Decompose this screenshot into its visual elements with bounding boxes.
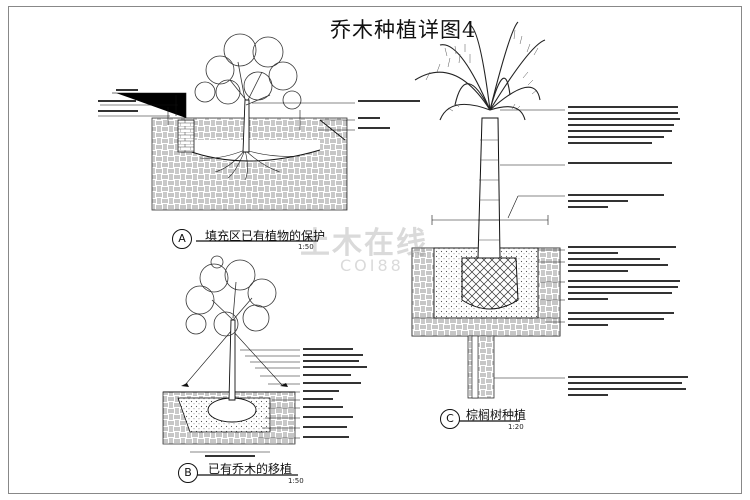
drawing-title: 乔木种植详图4: [330, 18, 477, 42]
detail-c-leaflets: [425, 29, 539, 112]
detail-a-drawing: [98, 33, 420, 242]
detail-c-drawing: [411, 21, 688, 422]
detail-b-marker: B: [178, 463, 198, 483]
detail-c-notes: [568, 106, 688, 396]
detail-b-notes: [205, 348, 367, 457]
detail-b-scale: 1:50: [288, 477, 304, 485]
detail-c-caption: 棕榈树种植: [466, 408, 527, 422]
detail-a-leaders-left: [98, 92, 187, 125]
sheet-frame: [8, 6, 742, 494]
detail-b-caption: 已有乔木的移植: [208, 462, 293, 476]
detail-c-marker: C: [440, 409, 460, 429]
detail-b-canopy: [185, 255, 277, 337]
detail-b-leaders: [190, 349, 300, 453]
detail-c-leaders: [494, 109, 565, 379]
watermark-subtext: COI88: [340, 256, 404, 275]
detail-a-caption: 填充区已有植物的保护: [205, 229, 326, 243]
detail-c-trunk-rings: [478, 139, 500, 241]
detail-c-scale: 1:20: [508, 423, 524, 431]
detail-c-fronds: [414, 21, 546, 121]
detail-b-drawing: [162, 255, 367, 476]
detail-a-roots: [199, 149, 301, 181]
detail-a-notes: [98, 89, 420, 129]
detail-a-canopy: [194, 33, 302, 110]
detail-a-leaders-right: [252, 102, 355, 131]
watermark-logo: 土木在线: [300, 226, 428, 261]
detail-a-scale: 1:50: [298, 243, 314, 251]
detail-a-marker: A: [172, 229, 192, 249]
